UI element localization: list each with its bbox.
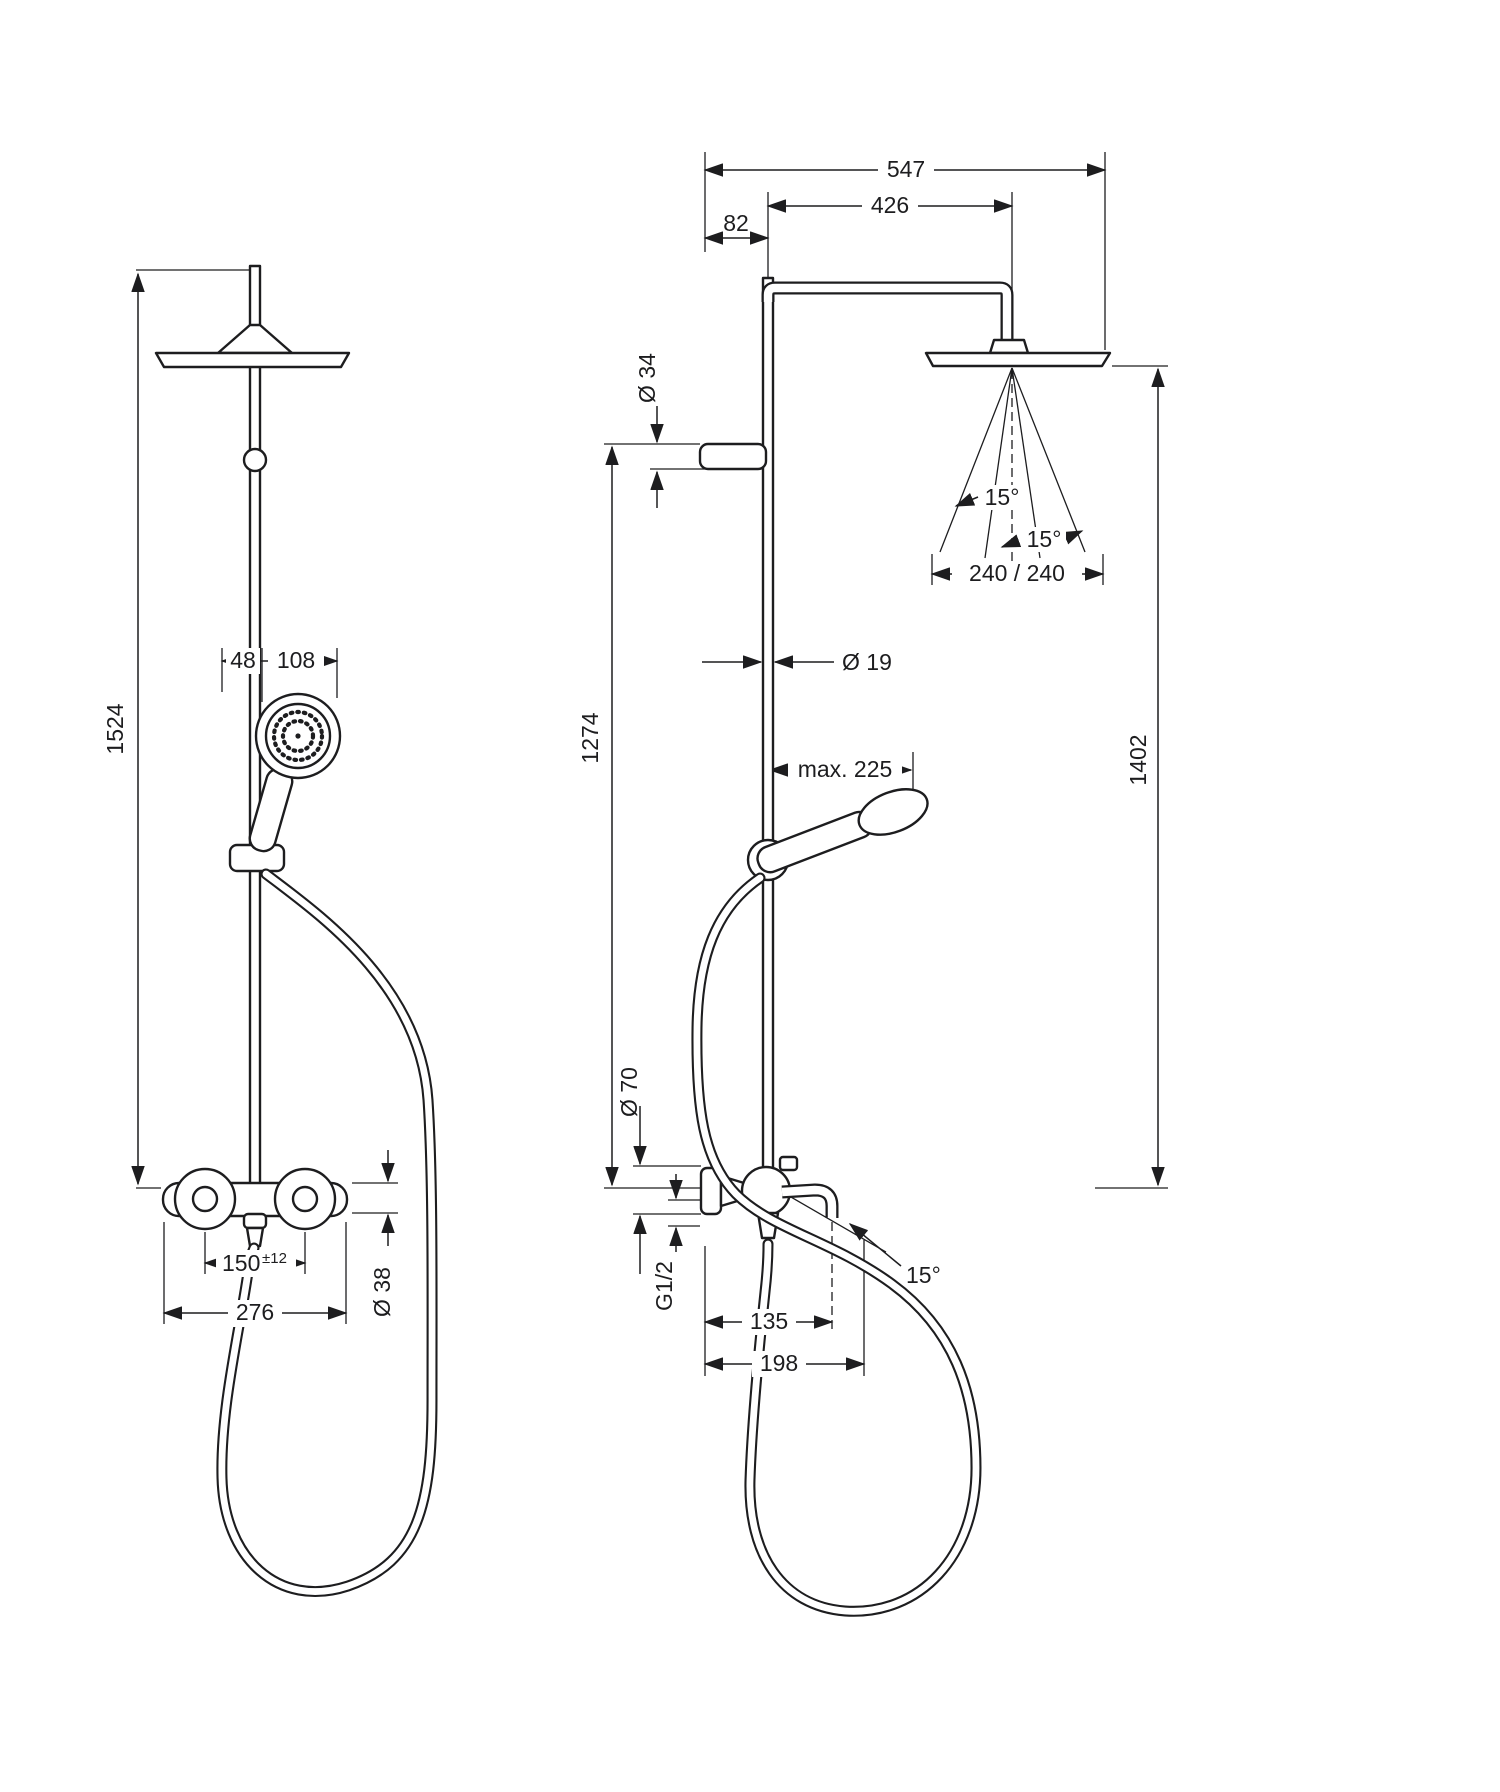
- overhead-shower-arm: [216, 323, 294, 355]
- shower-arm-pipe-core: [763, 283, 1012, 347]
- dim-arm-reach: 426: [871, 192, 909, 218]
- leader-arrow: [848, 1223, 902, 1267]
- spray-line: [1011, 367, 1041, 559]
- dim-spout-angle: 15°: [906, 1262, 941, 1288]
- hand-shower-side: [756, 788, 929, 874]
- dim-spout-total: 198: [760, 1350, 798, 1376]
- label-box: [1022, 527, 1066, 552]
- label-box: [788, 757, 902, 783]
- dim-valve-width: 276: [236, 1299, 274, 1325]
- front-objects: [154, 264, 438, 1597]
- shower-hose-side-core: [693, 874, 980, 1615]
- label-box: [752, 1351, 806, 1377]
- handle-right-cap: [291, 1185, 319, 1213]
- label-box: [742, 1309, 796, 1335]
- diverter-knob: [778, 1155, 799, 1172]
- hose-outlet: [245, 1226, 265, 1248]
- leader-arrow: [1062, 530, 1084, 545]
- label-box: [878, 157, 934, 183]
- spray-line: [1011, 367, 1086, 553]
- hand-shower-head-side: [857, 788, 929, 836]
- shower-hose-core: [218, 870, 436, 1595]
- dim-rosette-diameter: Ø 70: [616, 1067, 642, 1117]
- dim-total-height: 1524: [102, 703, 128, 754]
- dim-spout-reach: 135: [750, 1308, 788, 1334]
- dim-head-size: 240 / 240: [969, 560, 1065, 586]
- label-box: [216, 1250, 296, 1277]
- side-objects: [691, 276, 1112, 1617]
- dim-head-height: 1402: [1125, 734, 1151, 785]
- bar-knob: [242, 447, 268, 473]
- shower-bar-side: [761, 276, 775, 1190]
- head-connector: [988, 338, 1030, 355]
- dim-bar-height: 1274: [577, 712, 603, 763]
- dim-width-108: 108: [277, 647, 315, 673]
- diverter: [242, 1212, 268, 1230]
- dim-handle-distance: 150: [222, 1250, 260, 1276]
- dim-bracket-diameter: Ø 34: [634, 353, 660, 403]
- dim-pipe-diameter: Ø 19: [842, 649, 892, 675]
- hand-shower: [248, 692, 342, 853]
- dim-offset-48: 48: [230, 647, 256, 673]
- dim-spray-angle-right: 15°: [1027, 526, 1062, 552]
- shower-hose-side: [691, 872, 982, 1617]
- label-box: [862, 193, 918, 219]
- spray-line: [939, 367, 1013, 553]
- dim-max-reach: max. 225: [798, 756, 893, 782]
- leader-arrow: [1000, 534, 1022, 548]
- label-box: [268, 648, 324, 674]
- side-labels: 547 426 82 Ø 34 1274 Ø 19 max. 225 1402 …: [577, 156, 1151, 1377]
- thermostat-valve: [161, 1167, 349, 1248]
- label-box: [226, 648, 260, 674]
- shower-arm-pipe: [761, 281, 1014, 347]
- leader-arrow: [954, 492, 979, 507]
- dim-spray-angle-left: 15°: [985, 484, 1020, 510]
- side-view: 547 426 82 Ø 34 1274 Ø 19 max. 225 1402 …: [577, 152, 1168, 1617]
- overhead-shower-head-side: [924, 351, 1112, 368]
- front-view: 1524 48 108 150 ±12 276 Ø 38: [102, 264, 438, 1597]
- dim-wall-offset: 82: [723, 210, 749, 236]
- label-box: [952, 561, 1082, 587]
- dim-handle-tolerance: ±12: [262, 1250, 287, 1267]
- label-box: [228, 1300, 282, 1327]
- front-labels: 1524 48 108 150 ±12 276 Ø 38: [102, 647, 395, 1327]
- spray-line: [984, 367, 1013, 559]
- dim-thread: G1/2: [651, 1261, 677, 1311]
- spray-nozzles-outer: [271, 709, 325, 763]
- spray-nozzle-center: [295, 733, 301, 739]
- bath-spout-core: [781, 1185, 837, 1218]
- side-dimension-lines: [604, 152, 1168, 1376]
- dim-depth-total: 547: [887, 156, 925, 182]
- overhead-shower-head: [154, 351, 351, 369]
- handle-left-cap: [191, 1185, 219, 1213]
- dim-outlet-diameter: Ø 38: [369, 1267, 395, 1317]
- spray-nozzles-inner: [280, 718, 316, 754]
- wall-bracket: [698, 442, 768, 471]
- label-box: [980, 485, 1024, 510]
- spray-cone: [939, 367, 1086, 566]
